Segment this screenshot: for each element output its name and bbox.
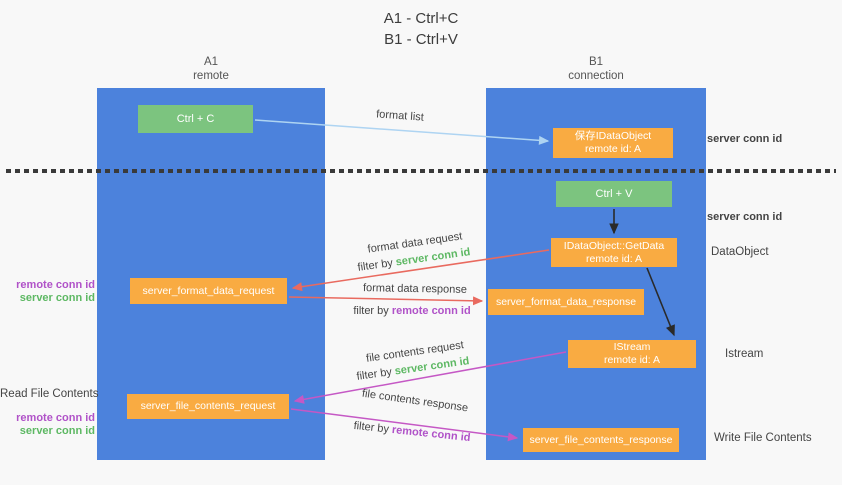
node-istream-line1: IStream: [613, 341, 651, 353]
filter-by-text: filter by: [353, 305, 392, 317]
node-istream-line2: remote id: A: [603, 354, 661, 366]
label-format-list: format list: [375, 108, 425, 124]
node-ctrl-c: Ctrl + C: [138, 105, 253, 133]
node-server-format-data-request: server_format_data_request: [130, 278, 287, 304]
node-getdata-line2: remote id: A: [585, 252, 643, 265]
label-file-contents-response: file contents response: [361, 387, 469, 415]
lane-a1-role: remote: [193, 70, 229, 82]
left-label-server-conn-id-bottom: server conn id: [19, 425, 95, 437]
label-filter-remote-conn-2: filter by remote conn id: [312, 416, 512, 449]
dotted-divider-line: [6, 169, 836, 173]
lane-header-b1: B1 connection: [486, 55, 706, 83]
right-label-dataobject: DataObject: [711, 246, 769, 258]
filter-by-text: filter by: [353, 419, 393, 436]
node-server-file-contents-request: server_file_contents_request: [127, 394, 289, 419]
title-line-2: B1 - Ctrl+V: [384, 31, 458, 48]
filter-by-text: filter by: [356, 256, 397, 274]
remote-conn-id-text: remote conn id: [391, 423, 471, 445]
lane-b1-name: B1: [588, 56, 604, 68]
node-ctrl-v: Ctrl + V: [556, 181, 672, 207]
lane-a1-name: A1: [203, 56, 219, 68]
right-label-write-file-contents: Write File Contents: [714, 432, 812, 444]
node-getdata-line1: IDataObject::GetData: [563, 239, 665, 252]
right-label-server-conn-id-top: server conn id: [707, 133, 783, 145]
left-label-server-conn-id-top: server conn id: [19, 292, 95, 304]
node-server-format-data-response: server_format_data_response: [488, 289, 644, 315]
left-label-remote-conn-id-top: remote conn id: [16, 279, 95, 291]
node-save-idataobject-line2: remote id: A: [584, 143, 642, 155]
right-label-istream: Istream: [725, 348, 764, 360]
label-filter-remote-conn-1: filter by remote conn id: [312, 305, 512, 317]
remote-conn-id-text: remote conn id: [391, 305, 471, 317]
node-server-file-contents-response: server_file_contents_response: [523, 428, 679, 452]
left-label-remote-conn-id-bottom: remote conn id: [16, 412, 95, 424]
diagram-title: A1 - Ctrl+C B1 - Ctrl+V: [0, 8, 842, 50]
title-line-1: A1 - Ctrl+C: [383, 10, 459, 27]
lane-b1-role: connection: [568, 70, 624, 82]
node-save-idataobject-line1: 保存IDataObject: [574, 130, 652, 142]
label-format-data-response: format data response: [362, 282, 468, 296]
node-save-idataobject: 保存IDataObject remote id: A: [553, 128, 673, 158]
right-label-server-conn-id-mid: server conn id: [707, 211, 783, 223]
left-label-read-file-contents: Read File Contents: [0, 388, 99, 400]
node-istream: IStream remote id: A: [568, 340, 696, 368]
lane-header-a1: A1 remote: [97, 55, 325, 83]
filter-by-text: filter by: [355, 365, 396, 383]
node-idataobject-getdata: IDataObject::GetData remote id: A: [551, 238, 677, 267]
